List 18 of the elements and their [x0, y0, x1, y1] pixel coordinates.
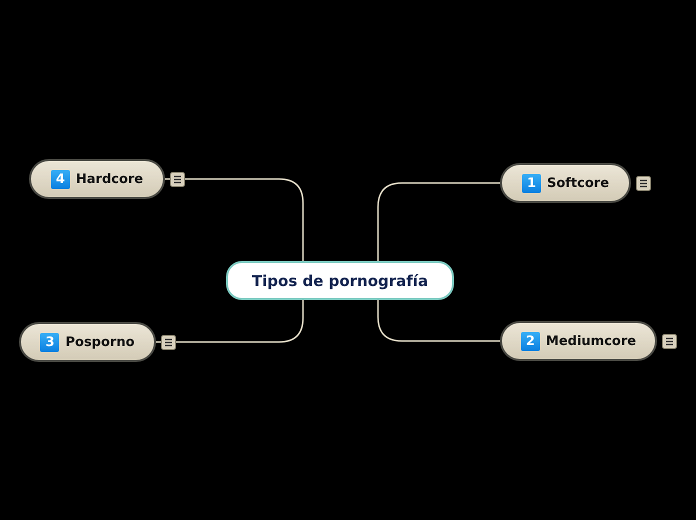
number-badge: 3 [40, 332, 60, 352]
connector-line [377, 300, 500, 342]
central-topic [226, 261, 454, 300]
number-badge: 4 [50, 170, 70, 188]
topic-label: Posporno [65, 334, 135, 350]
topic-bubble [29, 159, 165, 199]
topic-title: Tipos de pornografía [252, 272, 428, 290]
topic-bubble [500, 321, 657, 361]
topic-label: Mediumcore [546, 334, 636, 348]
topic-label: Softcore [546, 176, 610, 190]
topic-bubble [500, 163, 631, 203]
connector-line [156, 300, 304, 343]
topic-label: Hardcore [76, 172, 144, 186]
number-badge: 1 [522, 174, 541, 192]
number-badge: 2 [520, 332, 540, 350]
connector-line [377, 182, 500, 261]
topic-bubble [19, 322, 156, 362]
connector-line [165, 178, 304, 261]
